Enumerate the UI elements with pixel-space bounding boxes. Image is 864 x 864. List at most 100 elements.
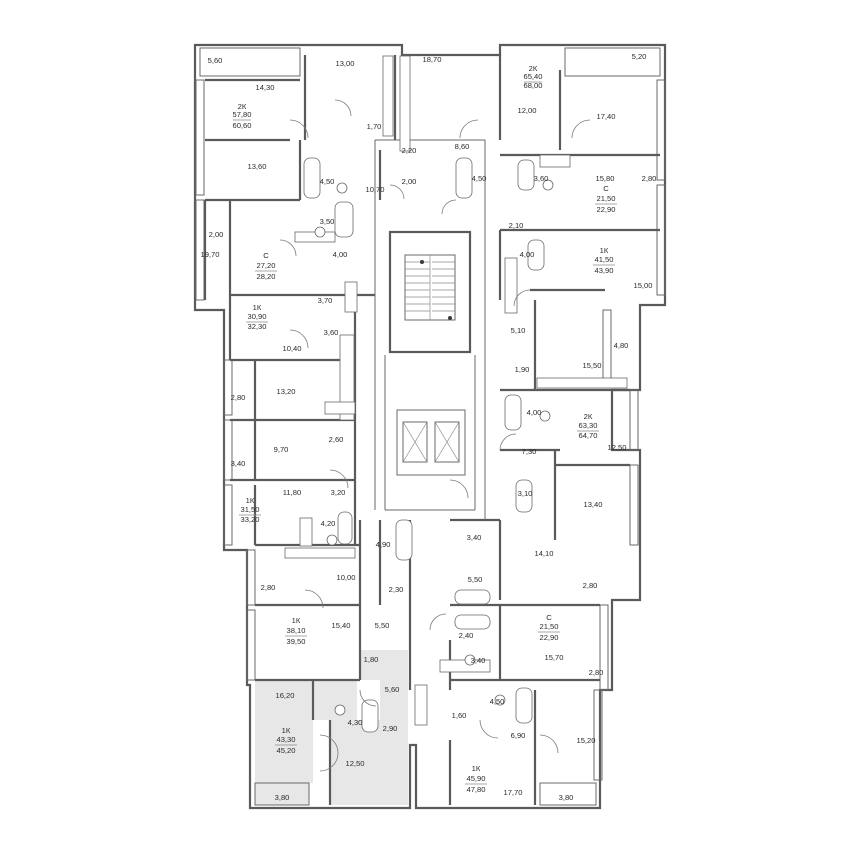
area-label: 21,50 xyxy=(539,622,558,631)
area-label: 5,10 xyxy=(511,326,526,335)
area-label: 4,50 xyxy=(472,174,487,183)
area-label: 3,60 xyxy=(534,174,549,183)
area-label: 14,10 xyxy=(534,549,553,558)
area-label: 13,60 xyxy=(247,162,266,171)
area-label: 38,10 xyxy=(286,626,305,635)
area-label: 1,90 xyxy=(515,365,530,374)
area-label: 5,50 xyxy=(375,621,390,630)
area-label: 9,70 xyxy=(274,445,289,454)
area-label: 12,00 xyxy=(517,106,536,115)
building-walls xyxy=(193,43,667,810)
area-label: 4,00 xyxy=(333,250,348,259)
area-label: 15,40 xyxy=(331,621,350,630)
area-label: 3,40 xyxy=(231,459,246,468)
area-label: 45,20 xyxy=(276,746,295,755)
area-label: 15,00 xyxy=(633,281,652,290)
area-label: 2,10 xyxy=(509,221,524,230)
area-label: 1,80 xyxy=(364,655,379,664)
area-label: 2,40 xyxy=(459,631,474,640)
area-label: 1,70 xyxy=(367,122,382,131)
area-label: 22,90 xyxy=(596,205,615,214)
selected-apartment-highlight[interactable] xyxy=(255,650,408,805)
area-label: 41,50 xyxy=(594,255,613,264)
area-label: 15,50 xyxy=(582,361,601,370)
area-label: 14,30 xyxy=(255,83,274,92)
area-label: 13,20 xyxy=(276,387,295,396)
area-label: 39,50 xyxy=(286,637,305,646)
area-label: 3,20 xyxy=(331,488,346,497)
area-label: 4,00 xyxy=(520,250,535,259)
door-swings xyxy=(279,99,591,772)
area-label: С xyxy=(546,613,552,622)
area-label: 2,80 xyxy=(589,668,604,677)
area-label: 17,40 xyxy=(596,112,615,121)
area-label: 10,70 xyxy=(365,185,384,194)
area-label: 3,60 xyxy=(324,328,339,337)
area-label: 1К xyxy=(253,303,262,312)
area-label: 2,80 xyxy=(261,583,276,592)
area-label: 27,20 xyxy=(256,261,275,270)
area-label: 68,00 xyxy=(523,81,542,90)
area-label: 4,30 xyxy=(348,718,363,727)
area-label: 57,80 xyxy=(232,110,251,119)
area-label: 18,70 xyxy=(422,55,441,64)
area-label: 3,80 xyxy=(559,793,574,802)
area-label: 2,60 xyxy=(329,435,344,444)
area-label: 47,80 xyxy=(466,785,485,794)
area-label: 5,60 xyxy=(385,685,400,694)
area-label: 1,60 xyxy=(452,711,467,720)
area-label: 43,30 xyxy=(276,735,295,744)
area-label: 4,50 xyxy=(320,177,335,186)
area-label: 12,50 xyxy=(607,443,626,452)
area-label: 2,00 xyxy=(209,230,224,239)
area-label: 4,00 xyxy=(527,408,542,417)
area-label: 8,60 xyxy=(455,142,470,151)
area-label: 3,50 xyxy=(320,217,335,226)
area-label: 21,50 xyxy=(596,194,615,203)
area-label: 2,80 xyxy=(642,174,657,183)
area-label: 30,90 xyxy=(247,312,266,321)
area-label: С xyxy=(263,251,269,260)
area-label: 17,70 xyxy=(503,788,522,797)
area-label: 5,20 xyxy=(632,52,647,61)
area-label: 2,80 xyxy=(583,581,598,590)
area-label: 2,80 xyxy=(231,393,246,402)
area-label: 12,50 xyxy=(345,759,364,768)
area-label: 10,00 xyxy=(336,573,355,582)
area-label: 2,30 xyxy=(389,585,404,594)
label-dividers xyxy=(233,81,617,785)
area-label: 60,60 xyxy=(232,121,251,130)
area-label: 3,10 xyxy=(518,489,533,498)
area-label: 1К xyxy=(600,246,609,255)
area-label: 2К xyxy=(584,412,593,421)
area-label: 4,80 xyxy=(614,341,629,350)
area-label: С xyxy=(603,184,609,193)
area-label: 3,70 xyxy=(318,296,333,305)
area-label: 2,90 xyxy=(383,724,398,733)
sanitary-fixtures xyxy=(284,55,628,733)
area-label: 5,50 xyxy=(468,575,483,584)
area-label: 3,80 xyxy=(275,793,290,802)
area-label: 45,90 xyxy=(466,774,485,783)
area-label: 4,90 xyxy=(376,540,391,549)
area-label: 15,70 xyxy=(544,653,563,662)
area-label: 2К xyxy=(238,102,247,111)
area-label: 65,40 xyxy=(523,72,542,81)
area-label: 2,00 xyxy=(402,177,417,186)
area-label: 13,40 xyxy=(583,500,602,509)
area-label: 13,00 xyxy=(335,59,354,68)
area-label: 19,70 xyxy=(200,250,219,259)
area-label: 16,20 xyxy=(275,691,294,700)
area-label: 28,20 xyxy=(256,272,275,281)
area-label: 43,90 xyxy=(594,266,613,275)
area-label: 10,40 xyxy=(282,344,301,353)
area-label: 1К xyxy=(292,616,301,625)
area-label: 2К xyxy=(529,64,538,73)
area-label: 15,80 xyxy=(595,174,614,183)
area-label: 32,30 xyxy=(247,322,266,331)
area-label: 22,90 xyxy=(539,633,558,642)
area-label: 1К xyxy=(246,496,255,505)
area-label: 63,30 xyxy=(578,421,597,430)
area-label: 4,20 xyxy=(321,519,336,528)
